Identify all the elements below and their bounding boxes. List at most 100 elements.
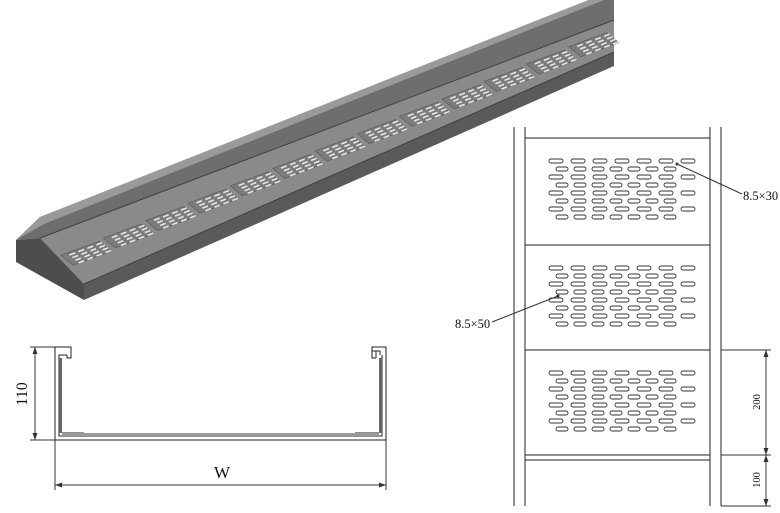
plan-slot <box>627 378 641 384</box>
iso-slot <box>416 120 423 125</box>
plan-slot <box>573 305 587 311</box>
iso-slot <box>594 47 602 52</box>
plan-slot <box>573 394 587 400</box>
plan-slot <box>636 402 652 408</box>
iso-slot <box>585 51 593 55</box>
plan-slot <box>591 321 605 327</box>
iso-slot <box>356 142 363 147</box>
plan-slot <box>573 378 587 384</box>
plan-slot <box>636 265 652 271</box>
plan-slot <box>658 313 674 319</box>
iso-slot <box>208 199 215 203</box>
iso-slot <box>467 100 475 104</box>
plan-slot <box>609 321 623 327</box>
large-slot-leader <box>491 295 559 323</box>
plan-slot <box>614 265 630 271</box>
iso-slot <box>585 40 593 44</box>
iso-slot <box>597 39 605 43</box>
iso-slot <box>600 41 608 46</box>
plan-slot <box>570 402 586 408</box>
iso-slot <box>332 155 339 160</box>
plan-slot <box>548 190 564 196</box>
plan-slot <box>680 370 696 376</box>
edge-label: 100 <box>752 472 763 488</box>
iso-slot <box>323 147 330 152</box>
plan-slot <box>663 198 677 204</box>
plan-slot <box>614 313 630 319</box>
iso-slot <box>437 105 444 110</box>
iso-slot-panel <box>229 171 281 197</box>
iso-slot <box>579 46 587 50</box>
iso-slot <box>144 229 151 234</box>
iso-slot <box>383 123 390 128</box>
iso-slot <box>365 130 372 135</box>
plan-slot <box>592 297 608 303</box>
plan-slot <box>645 214 659 220</box>
plan-slot <box>570 158 586 164</box>
plan-slot <box>614 281 630 287</box>
iso-slot <box>612 41 620 45</box>
iso-slot <box>156 219 163 224</box>
iso-slot <box>543 57 550 62</box>
iso-slot <box>431 111 438 116</box>
plan-slot <box>614 386 630 392</box>
plan-slot <box>658 386 674 392</box>
iso-slot <box>316 162 323 167</box>
iso-slot <box>588 42 596 47</box>
iso-slot-panel <box>145 206 197 231</box>
iso-slot <box>485 93 493 97</box>
plan-slot <box>592 281 608 287</box>
plan-slot <box>555 305 569 311</box>
iso-slot-panels <box>60 32 620 266</box>
iso-slot <box>162 225 169 229</box>
iso-slot <box>458 92 466 96</box>
iso-slot <box>353 140 360 144</box>
iso-slot <box>87 245 94 250</box>
iso-slot <box>186 212 193 217</box>
iso-slot <box>217 195 224 200</box>
iso-slot <box>96 253 103 257</box>
iso-slot <box>407 113 414 117</box>
iso-slot <box>159 222 166 227</box>
iso-slot <box>374 127 381 131</box>
plan-slot <box>548 313 564 319</box>
plan-slot <box>658 281 674 287</box>
plan-slot <box>627 214 641 220</box>
plan-slot <box>636 190 652 196</box>
iso-slot <box>247 179 254 183</box>
iso-slot <box>341 141 348 145</box>
plan-slot <box>570 281 586 287</box>
plan-slot <box>636 313 652 319</box>
iso-slot <box>138 235 145 240</box>
iso-slot <box>338 149 345 154</box>
plan-slot <box>555 394 569 400</box>
iso-slot <box>96 241 103 246</box>
iso-slot <box>214 193 221 197</box>
plan-slot <box>627 166 641 172</box>
iso-slot <box>482 90 490 95</box>
iso-slot <box>440 108 447 112</box>
plan-slot <box>592 174 608 180</box>
iso-slot <box>174 213 181 217</box>
plan-slot <box>609 198 623 204</box>
plan-slot <box>645 321 659 327</box>
iso-slot <box>528 75 535 80</box>
plan-slot <box>609 378 623 384</box>
iso-slot <box>75 257 82 262</box>
iso-slot <box>153 217 160 222</box>
plan-slot <box>592 190 608 196</box>
iso-slot <box>126 236 133 241</box>
plan-slot <box>680 281 696 287</box>
plan-slot <box>658 265 674 271</box>
plan-slot <box>570 206 586 212</box>
iso-slot <box>129 227 136 232</box>
plan-slot <box>645 273 659 279</box>
iso-slot <box>298 169 305 174</box>
iso-slot <box>519 68 526 72</box>
iso-slot <box>510 82 517 87</box>
iso-slot <box>180 207 187 211</box>
iso-slot <box>205 207 212 212</box>
plan-slot <box>570 174 586 180</box>
iso-slot <box>132 230 139 235</box>
plan-slot <box>555 426 569 432</box>
